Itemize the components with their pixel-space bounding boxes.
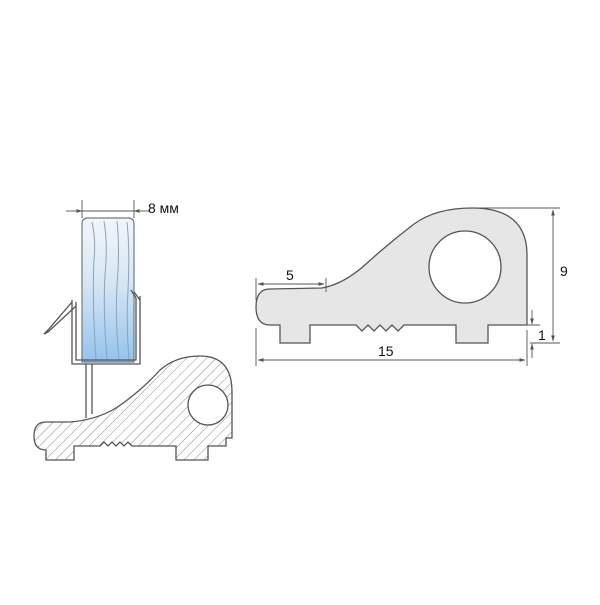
total-height-label: 9 — [560, 263, 568, 279]
step-height-dimension: 1 — [490, 310, 546, 358]
u-channel-seal — [43, 289, 141, 418]
total-width-dimension: 15 — [255, 328, 528, 366]
step-height-label: 1 — [538, 327, 546, 343]
glass-thickness-dimension: 8 мм — [66, 200, 179, 218]
total-height-dimension: 9 — [478, 207, 568, 344]
installed-seal-drawing: 8 мм — [33, 200, 233, 461]
profile-cross-section — [33, 355, 233, 461]
lip-length-dimension: 5 — [255, 267, 327, 300]
total-width-label: 15 — [378, 343, 394, 359]
glass-thickness-label: 8 мм — [148, 200, 179, 216]
profile-hollow-core — [428, 230, 502, 304]
profile-dimension-drawing: 5 15 9 1 — [255, 207, 568, 366]
lip-length-label: 5 — [286, 267, 294, 283]
glass-panel — [81, 217, 135, 363]
